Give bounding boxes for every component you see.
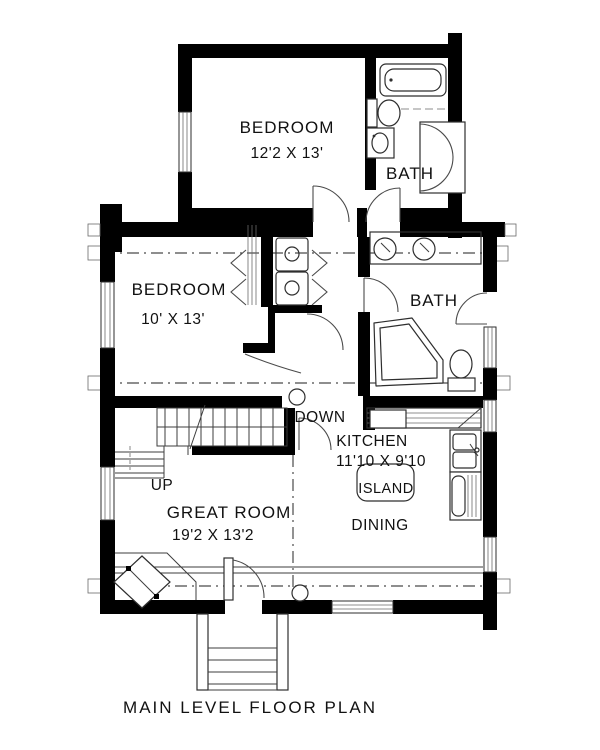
porch-steps: [196, 613, 289, 691]
log-post-icon: [291, 584, 309, 602]
label-bedroom-upper-dims: 12'2 X 13': [251, 145, 324, 162]
label-bedroom-main: BEDROOM: [132, 280, 227, 299]
sink-upper-icon: [366, 127, 395, 159]
range-icon: [369, 409, 407, 429]
label-bath-main: BATH: [410, 291, 458, 310]
upper-bedroom-door: [312, 185, 350, 223]
toilet-main-icon: [447, 349, 476, 392]
basement-stair-door: [298, 417, 332, 451]
label-down: DOWN: [294, 409, 345, 426]
label-island: ISLAND: [358, 481, 413, 497]
counter-miter: [457, 407, 482, 429]
label-kitchen-dims: 11'10 X 9'10: [336, 453, 426, 470]
log-post-icon: [288, 388, 306, 406]
bathtub-icon: [379, 63, 447, 97]
window-bath-right: [483, 326, 497, 369]
hearth-outline: [115, 552, 197, 600]
upper-bath-double-door: [419, 121, 466, 194]
label-dining: DINING: [351, 517, 408, 534]
exterior-walls: [87, 33, 517, 630]
dishwasher-icon: [449, 471, 482, 521]
label-great-room: GREAT ROOM: [167, 503, 292, 522]
label-great-room-dims: 19'2 X 13'2: [172, 527, 254, 544]
upper-bath-door: [365, 187, 401, 223]
main-bath-door: [363, 277, 399, 313]
bedroom-hall-door: [244, 313, 344, 374]
wood-stove-icon: [113, 555, 171, 609]
label-up: UP: [151, 477, 174, 494]
bath-exterior-door: [455, 292, 488, 325]
upper-bath-fixtures: [366, 63, 447, 159]
closet-area: [230, 225, 328, 306]
plan-caption: MAIN LEVEL FLOOR PLAN: [123, 698, 377, 717]
stair-break-line: [189, 404, 206, 450]
window-dining-right: [483, 536, 497, 573]
staircase: [115, 404, 288, 479]
entry-door: [223, 557, 265, 601]
window-dining-bottom: [331, 600, 394, 614]
window-greatroom-left: [100, 466, 115, 521]
label-bedroom-upper: BEDROOM: [240, 118, 335, 137]
window-bedroom-left: [100, 281, 115, 349]
doors: [223, 121, 488, 601]
kitchen-counters: [356, 407, 482, 521]
label-kitchen: KITCHEN: [336, 433, 408, 450]
kitchen-sink-icon: [449, 429, 482, 473]
room-labels: BEDROOM 12'2 X 13' BATH BEDROOM 10' X 13…: [123, 118, 458, 717]
bifold-doors: [230, 249, 328, 306]
kitchen-island: [356, 463, 415, 502]
label-bedroom-main-dims: 10' X 13': [141, 311, 205, 328]
window-kitchen-right: [483, 399, 497, 433]
double-vanity-icon: [369, 231, 482, 265]
label-bath-upper: BATH: [386, 164, 434, 183]
washer-dryer-icon: [275, 237, 309, 306]
corner-shower-icon: [373, 317, 444, 387]
toilet-upper-icon: [366, 98, 401, 128]
windows: [100, 111, 497, 614]
great-room-fixtures: [113, 388, 309, 609]
main-bath-fixtures: [369, 231, 482, 392]
window-upper-left: [178, 111, 192, 173]
